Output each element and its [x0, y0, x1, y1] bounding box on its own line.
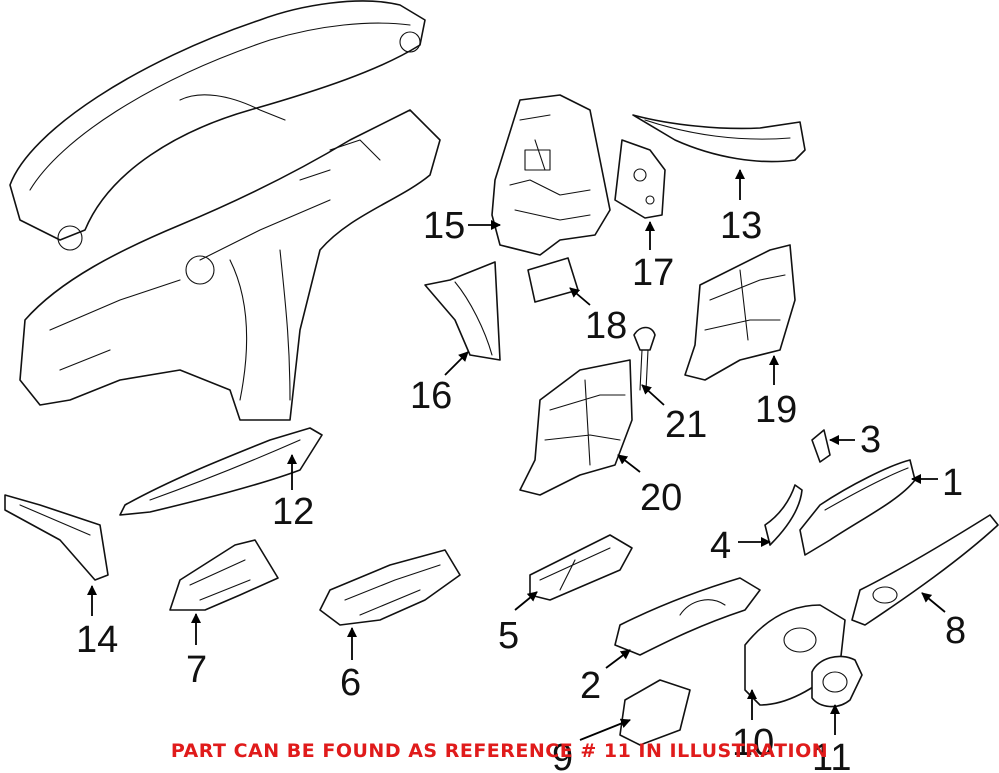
part-1-trim-panel — [799, 459, 916, 556]
callout-5: 5 — [498, 615, 519, 657]
callout-12: 12 — [272, 491, 314, 533]
part-7-module — [169, 539, 279, 611]
callout-10: 10 — [732, 722, 774, 764]
part-6-control-unit — [319, 549, 461, 626]
callout-11: 11 — [812, 737, 851, 773]
callout-3: 3 — [860, 419, 881, 461]
part-11-cup-holder — [811, 655, 863, 708]
part-13-trim-strip — [632, 114, 806, 163]
callout-16: 16 — [410, 375, 452, 417]
part-15-console-bracket — [491, 94, 611, 256]
callout-19: 19 — [755, 389, 797, 431]
part-16-side-panel — [424, 261, 501, 361]
callout-1: 1 — [942, 462, 963, 504]
callout-15: 15 — [423, 205, 465, 247]
part-9-bracket — [619, 679, 691, 746]
part-18-cover — [527, 257, 579, 303]
part-19-console-side-right — [684, 244, 796, 381]
part-5-vent-duct — [529, 534, 633, 601]
part-12-lower-trim — [119, 427, 323, 516]
part-4-bracket — [764, 484, 803, 546]
part-3-clip — [811, 429, 831, 463]
part-20-console-side-left — [519, 359, 633, 496]
callout-14: 14 — [76, 619, 118, 661]
callout-numbers: 1 2 3 4 5 6 7 8 9 10 11 12 13 14 15 16 1… — [76, 205, 966, 773]
part-21-shift-lever — [633, 326, 656, 391]
dashboard-assembly — [9, 0, 441, 421]
callout-9: 9 — [552, 737, 573, 773]
callout-4: 4 — [710, 525, 731, 567]
callout-18: 18 — [585, 305, 627, 347]
callout-6: 6 — [340, 662, 361, 704]
callout-8: 8 — [945, 610, 966, 652]
callout-21: 21 — [665, 404, 707, 446]
part-8-long-trim — [851, 514, 999, 626]
reference-notice: PART CAN BE FOUND AS REFERENCE # 11 IN I… — [170, 740, 829, 762]
callout-2: 2 — [580, 665, 601, 707]
part-17-plate — [614, 139, 666, 219]
callout-7: 7 — [186, 649, 207, 691]
callout-17: 17 — [632, 252, 674, 294]
callout-20: 20 — [640, 477, 682, 519]
part-14-side-trim — [4, 494, 109, 581]
callout-13: 13 — [720, 205, 762, 247]
callout-arrows — [87, 169, 946, 741]
part-2-knee-panel — [614, 577, 761, 656]
